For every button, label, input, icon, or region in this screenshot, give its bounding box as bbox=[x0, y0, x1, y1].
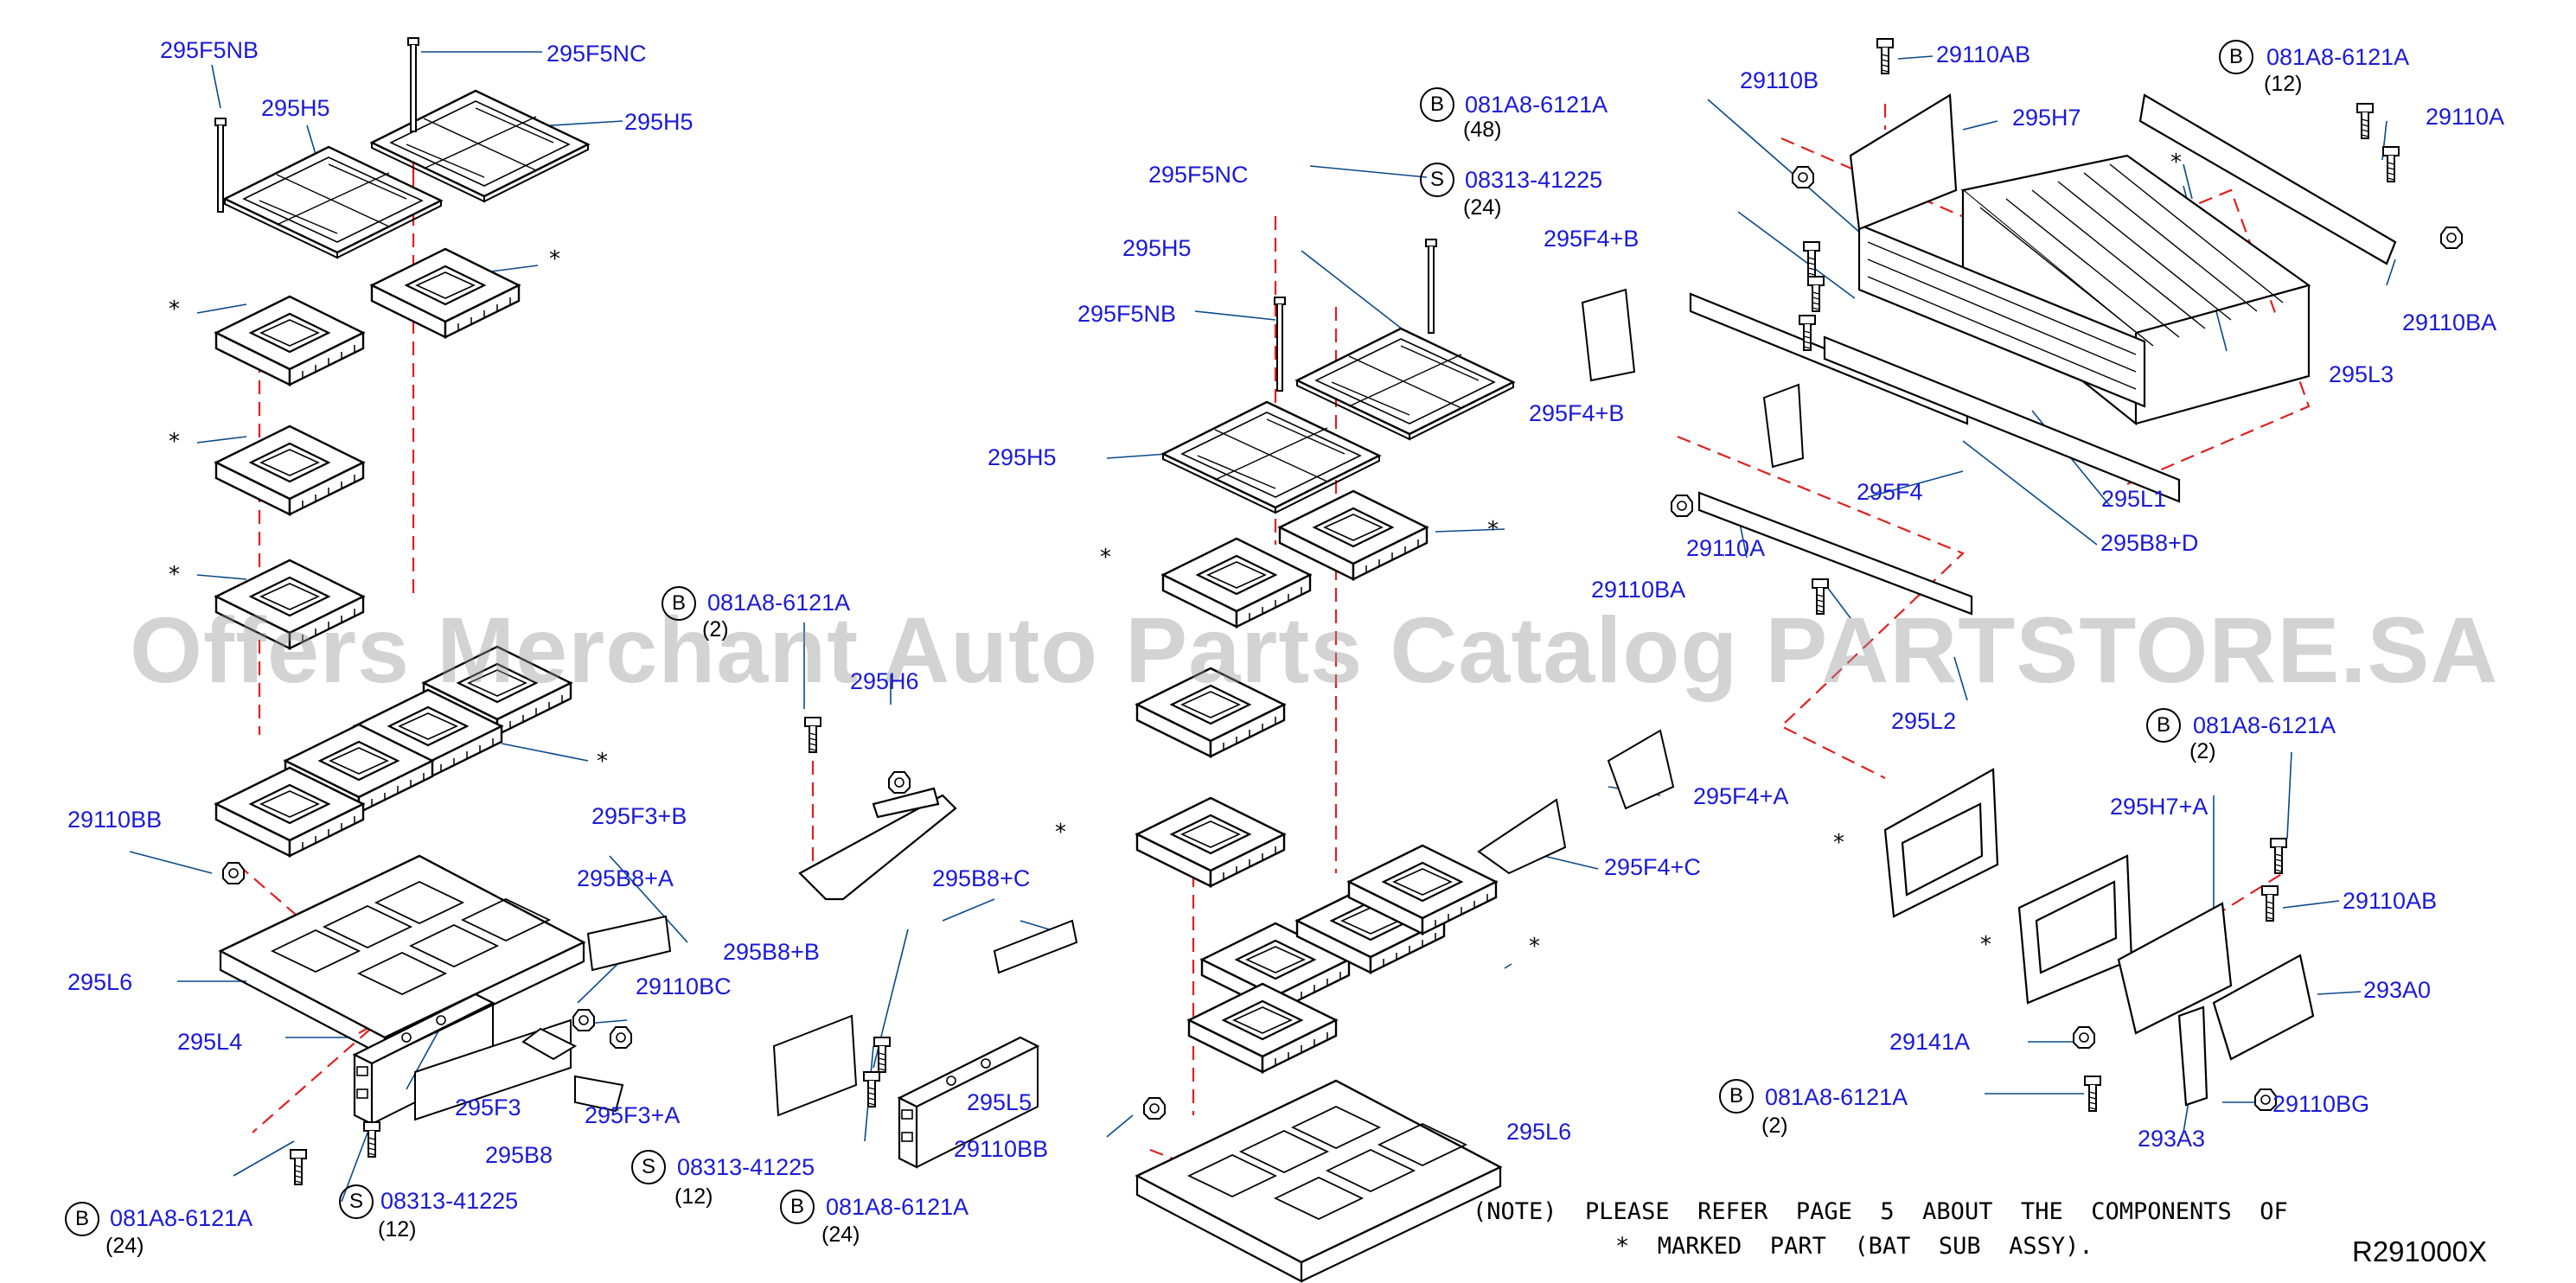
part-label-b-081a8-6121a-mid2[interactable]: 081A8-6121A bbox=[826, 1194, 969, 1220]
part-label-295f5nc-left[interactable]: 295F5NC bbox=[547, 41, 647, 67]
qty-label: (48) bbox=[1463, 118, 1502, 142]
qty-label: (12) bbox=[2264, 72, 2303, 96]
part-label-295f5nb-left[interactable]: 295F5NB bbox=[160, 37, 259, 63]
part-label-b-081a8-6121a-right2[interactable]: 081A8-6121A bbox=[2193, 712, 2336, 738]
part-label-29110bb-mid[interactable]: 29110BB bbox=[954, 1136, 1049, 1162]
part-label-295h5-mid-2[interactable]: 295H5 bbox=[988, 444, 1057, 470]
star-mark: * bbox=[549, 246, 560, 272]
part-label-b-081a8-6121a-left[interactable]: 081A8-6121A bbox=[110, 1205, 253, 1231]
part-label-29110bg[interactable]: 29110BG bbox=[2272, 1091, 2370, 1117]
qty-label: (2) bbox=[702, 617, 729, 642]
qty-label: (2) bbox=[1761, 1114, 1788, 1138]
note-line-2: * MARKED PART (BAT SUB ASSY). bbox=[1615, 1233, 2093, 1260]
part-label-295l6-left[interactable]: 295L6 bbox=[67, 969, 133, 995]
star-mark: * bbox=[1833, 830, 1844, 856]
screw-s-badge: S bbox=[339, 1184, 374, 1219]
part-label-295f4b-1[interactable]: 295F4+B bbox=[1544, 226, 1640, 252]
part-label-295f4c[interactable]: 295F4+C bbox=[1604, 854, 1701, 880]
part-label-295h6[interactable]: 295H6 bbox=[850, 668, 919, 694]
part-label-295f4b-2[interactable]: 295F4+B bbox=[1529, 400, 1625, 426]
qty-label: (24) bbox=[105, 1234, 144, 1258]
part-label-295h7[interactable]: 295H7 bbox=[2012, 105, 2081, 131]
note-line-1: (NOTE) PLEASE REFER PAGE 5 ABOUT THE COM… bbox=[1473, 1198, 2288, 1225]
bolt-b-badge: B bbox=[2219, 40, 2253, 74]
star-mark: * bbox=[1980, 932, 1991, 958]
part-label-293a3[interactable]: 293A3 bbox=[2138, 1126, 2206, 1152]
star-mark: * bbox=[1055, 820, 1066, 846]
part-label-295f5nb-mid[interactable]: 295F5NB bbox=[1077, 301, 1177, 327]
part-label-295b8b[interactable]: 295B8+B bbox=[723, 939, 820, 965]
part-label-b-081a8-6121a-right3[interactable]: 081A8-6121A bbox=[1765, 1084, 1908, 1110]
qty-label: (12) bbox=[674, 1184, 713, 1209]
part-label-29110b[interactable]: 29110B bbox=[1740, 67, 1819, 93]
part-label-b-081a8-6121a-top[interactable]: 081A8-6121A bbox=[1465, 92, 1608, 118]
part-label-293a0[interactable]: 293A0 bbox=[2363, 977, 2432, 1003]
bolt-b-badge: B bbox=[662, 586, 696, 621]
part-label-295b8c[interactable]: 295B8+C bbox=[932, 865, 1031, 891]
part-label-295l6-mid[interactable]: 295L6 bbox=[1506, 1119, 1572, 1145]
diagram-code: R291000X bbox=[2352, 1235, 2487, 1267]
part-label-s-08313-41225-left[interactable]: 08313-41225 bbox=[380, 1188, 519, 1214]
star-mark: * bbox=[2170, 150, 2182, 176]
part-label-295f3b[interactable]: 295F3+B bbox=[591, 803, 687, 829]
part-label-295l4[interactable]: 295L4 bbox=[177, 1029, 243, 1055]
part-label-295f4a[interactable]: 295F4+A bbox=[1693, 783, 1789, 809]
part-label-29110a-2[interactable]: 29110A bbox=[1686, 535, 1766, 561]
part-label-s-08313-41225-mid[interactable]: 08313-41225 bbox=[677, 1154, 815, 1180]
bolt-b-badge: B bbox=[65, 1202, 99, 1236]
star-mark: * bbox=[1487, 517, 1499, 543]
qty-label: (24) bbox=[821, 1222, 860, 1247]
part-label-295h5-left-1[interactable]: 295H5 bbox=[261, 95, 330, 121]
part-label-295l5[interactable]: 295L5 bbox=[967, 1089, 1032, 1115]
part-label-295f4[interactable]: 295F4 bbox=[1857, 479, 1923, 505]
screw-s-badge: S bbox=[1420, 163, 1454, 197]
part-label-295l3[interactable]: 295L3 bbox=[2329, 361, 2394, 387]
part-label-295f3a[interactable]: 295F3+A bbox=[585, 1102, 681, 1128]
star-mark: * bbox=[597, 749, 608, 775]
part-label-295l1[interactable]: 295L1 bbox=[2101, 486, 2167, 512]
part-label-295h7a[interactable]: 295H7+A bbox=[2110, 794, 2208, 820]
part-label-295f5nc-mid[interactable]: 295F5NC bbox=[1148, 162, 1249, 188]
part-label-295l2[interactable]: 295L2 bbox=[1891, 708, 1957, 734]
qty-label: (24) bbox=[1463, 195, 1502, 220]
part-label-s-08313-41225-top[interactable]: 08313-41225 bbox=[1465, 167, 1603, 193]
part-label-295b8a[interactable]: 295B8+A bbox=[577, 865, 674, 891]
part-label-b-081a8-6121a-right[interactable]: 081A8-6121A bbox=[2266, 44, 2410, 70]
star-mark: * bbox=[169, 297, 180, 322]
part-label-295b8[interactable]: 295B8 bbox=[485, 1142, 553, 1168]
part-label-295h5-left-2[interactable]: 295H5 bbox=[624, 109, 694, 135]
qty-label: (2) bbox=[2189, 739, 2216, 763]
part-label-295b8d[interactable]: 295B8+D bbox=[2100, 530, 2199, 556]
part-label-29141a[interactable]: 29141A bbox=[1889, 1029, 1971, 1055]
star-mark: * bbox=[169, 562, 180, 588]
part-label-29110ba-2[interactable]: 29110BA bbox=[1591, 577, 1686, 603]
bolt-b-badge: B bbox=[1420, 87, 1454, 122]
bolt-b-badge: B bbox=[780, 1190, 815, 1224]
watermark: Offers Merchant Auto Parts Catalog PARTS… bbox=[130, 597, 2499, 702]
star-mark: * bbox=[1100, 545, 1111, 571]
qty-label: (12) bbox=[378, 1217, 417, 1242]
screw-s-badge: S bbox=[631, 1150, 666, 1184]
star-mark: * bbox=[169, 429, 180, 455]
star-mark: * bbox=[1529, 934, 1540, 960]
bolt-b-badge: B bbox=[1719, 1079, 1754, 1114]
part-label-295f3[interactable]: 295F3 bbox=[455, 1095, 521, 1120]
part-label-29110ab-2[interactable]: 29110AB bbox=[2343, 888, 2438, 914]
bolt-b-badge: B bbox=[2146, 708, 2181, 743]
part-label-295h5-mid-1[interactable]: 295H5 bbox=[1122, 235, 1192, 261]
part-label-b-081a8-6121a-mid1[interactable]: 081A8-6121A bbox=[707, 590, 851, 616]
part-label-29110a-1[interactable]: 29110A bbox=[2426, 104, 2505, 130]
part-label-29110ba-1[interactable]: 29110BA bbox=[2402, 310, 2497, 335]
part-label-29110bb-left[interactable]: 29110BB bbox=[67, 807, 163, 833]
part-label-29110ab-1[interactable]: 29110AB bbox=[1936, 41, 2031, 67]
part-label-29110bc[interactable]: 29110BC bbox=[636, 973, 732, 999]
